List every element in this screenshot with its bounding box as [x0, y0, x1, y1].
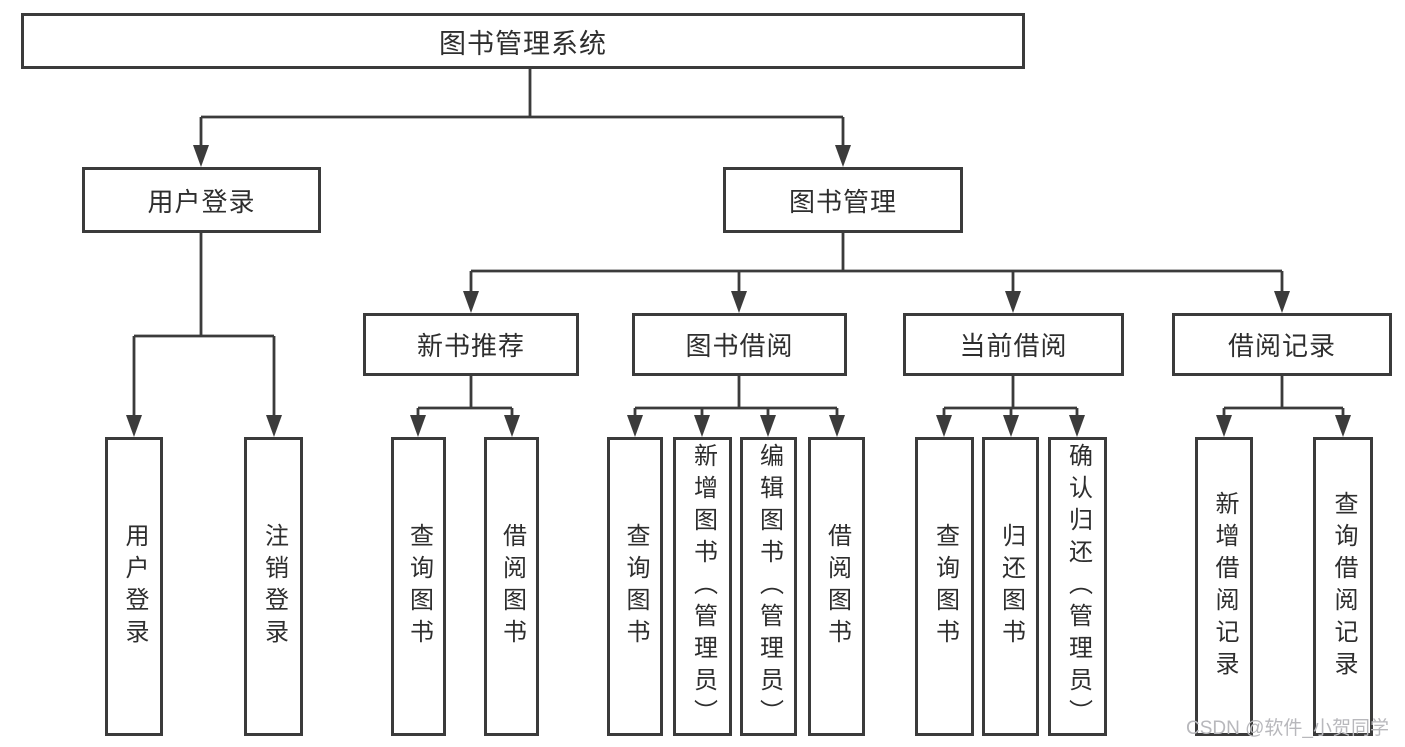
connector-book-borrow-children: [633, 376, 839, 420]
node-label: 图书借阅: [685, 331, 794, 361]
leaf-return-book: 归还图书: [982, 437, 1039, 736]
node-borrow-records: 借阅记录: [1172, 313, 1392, 376]
leaf-label: 用户登录: [121, 522, 148, 651]
arrowhead: [1335, 415, 1351, 437]
leaf-label: 查询图书: [622, 522, 649, 651]
connector-current-borrow-children: [942, 376, 1079, 420]
node-current-borrow: 当前借阅: [903, 313, 1124, 376]
leaf-confirm-return-admin: 确认归还（管理员）: [1048, 437, 1107, 736]
connector-root-level2: [199, 69, 845, 148]
arrowhead: [1274, 291, 1290, 313]
arrowhead: [694, 415, 710, 437]
arrowheads: [126, 145, 1351, 437]
node-label: 图书管理: [788, 186, 897, 217]
connector-new-book-children: [416, 376, 514, 420]
leaf-borrow-books-recommend: 借阅图书: [484, 437, 539, 736]
leaf-query-books-current: 查询图书: [915, 437, 974, 736]
arrowhead: [936, 415, 952, 437]
leaf-query-borrow-record: 查询借阅记录: [1313, 437, 1373, 736]
arrowhead: [1005, 291, 1021, 313]
arrowhead: [1003, 415, 1019, 437]
leaf-logout: 注销登录: [244, 437, 303, 736]
node-library-management-system: 图书管理系统: [21, 13, 1025, 69]
node-new-book-recommend: 新书推荐: [363, 313, 579, 376]
node-label: 用户登录: [147, 186, 256, 217]
leaf-borrow-books: 借阅图书: [808, 437, 865, 736]
arrowhead: [829, 415, 845, 437]
arrowhead: [1069, 415, 1085, 437]
leaf-edit-book-admin: 编辑图书（管理员）: [740, 437, 797, 736]
leaf-label: 新增图书（管理员）: [689, 442, 717, 731]
node-label: 图书管理系统: [439, 28, 607, 59]
connector-user-login-children: [132, 233, 276, 418]
node-book-borrow: 图书借阅: [632, 313, 847, 376]
node-label: 借阅记录: [1227, 331, 1336, 361]
arrowhead: [835, 145, 851, 167]
node-label: 新书推荐: [416, 331, 525, 361]
arrowhead: [627, 415, 643, 437]
node-user-login: 用户登录: [82, 167, 321, 233]
arrowhead: [410, 415, 426, 437]
leaf-label: 借阅图书: [498, 522, 526, 651]
watermark: CSDN @软件_小贺同学: [1186, 718, 1389, 739]
arrowhead: [760, 415, 776, 437]
leaf-label: 新增借阅记录: [1211, 490, 1238, 683]
connector-book-management-level3: [469, 233, 1284, 294]
leaf-label: 查询借阅记录: [1330, 490, 1357, 683]
leaf-add-borrow-record: 新增借阅记录: [1195, 437, 1253, 736]
arrowhead: [193, 145, 209, 167]
leaf-query-books-recommend: 查询图书: [391, 437, 446, 736]
arrowhead: [731, 291, 747, 313]
leaf-label: 查询图书: [405, 522, 433, 651]
leaf-label: 归还图书: [997, 522, 1025, 651]
leaf-add-book-admin: 新增图书（管理员）: [673, 437, 732, 736]
leaf-label: 编辑图书（管理员）: [755, 442, 783, 731]
leaf-label: 确认归还（管理员）: [1064, 442, 1092, 731]
arrowhead: [266, 415, 282, 437]
leaf-label: 借阅图书: [823, 522, 851, 651]
connector-borrow-records-children: [1222, 376, 1345, 420]
arrowhead: [504, 415, 520, 437]
arrowhead: [126, 415, 142, 437]
leaf-label: 注销登录: [260, 522, 288, 651]
node-book-management: 图书管理: [723, 167, 963, 233]
arrowhead: [1216, 415, 1232, 437]
leaf-label: 查询图书: [931, 522, 959, 651]
leaf-user-login: 用户登录: [105, 437, 163, 736]
leaf-query-books-borrow: 查询图书: [607, 437, 663, 736]
arrowhead: [463, 291, 479, 313]
node-label: 当前借阅: [959, 331, 1068, 361]
